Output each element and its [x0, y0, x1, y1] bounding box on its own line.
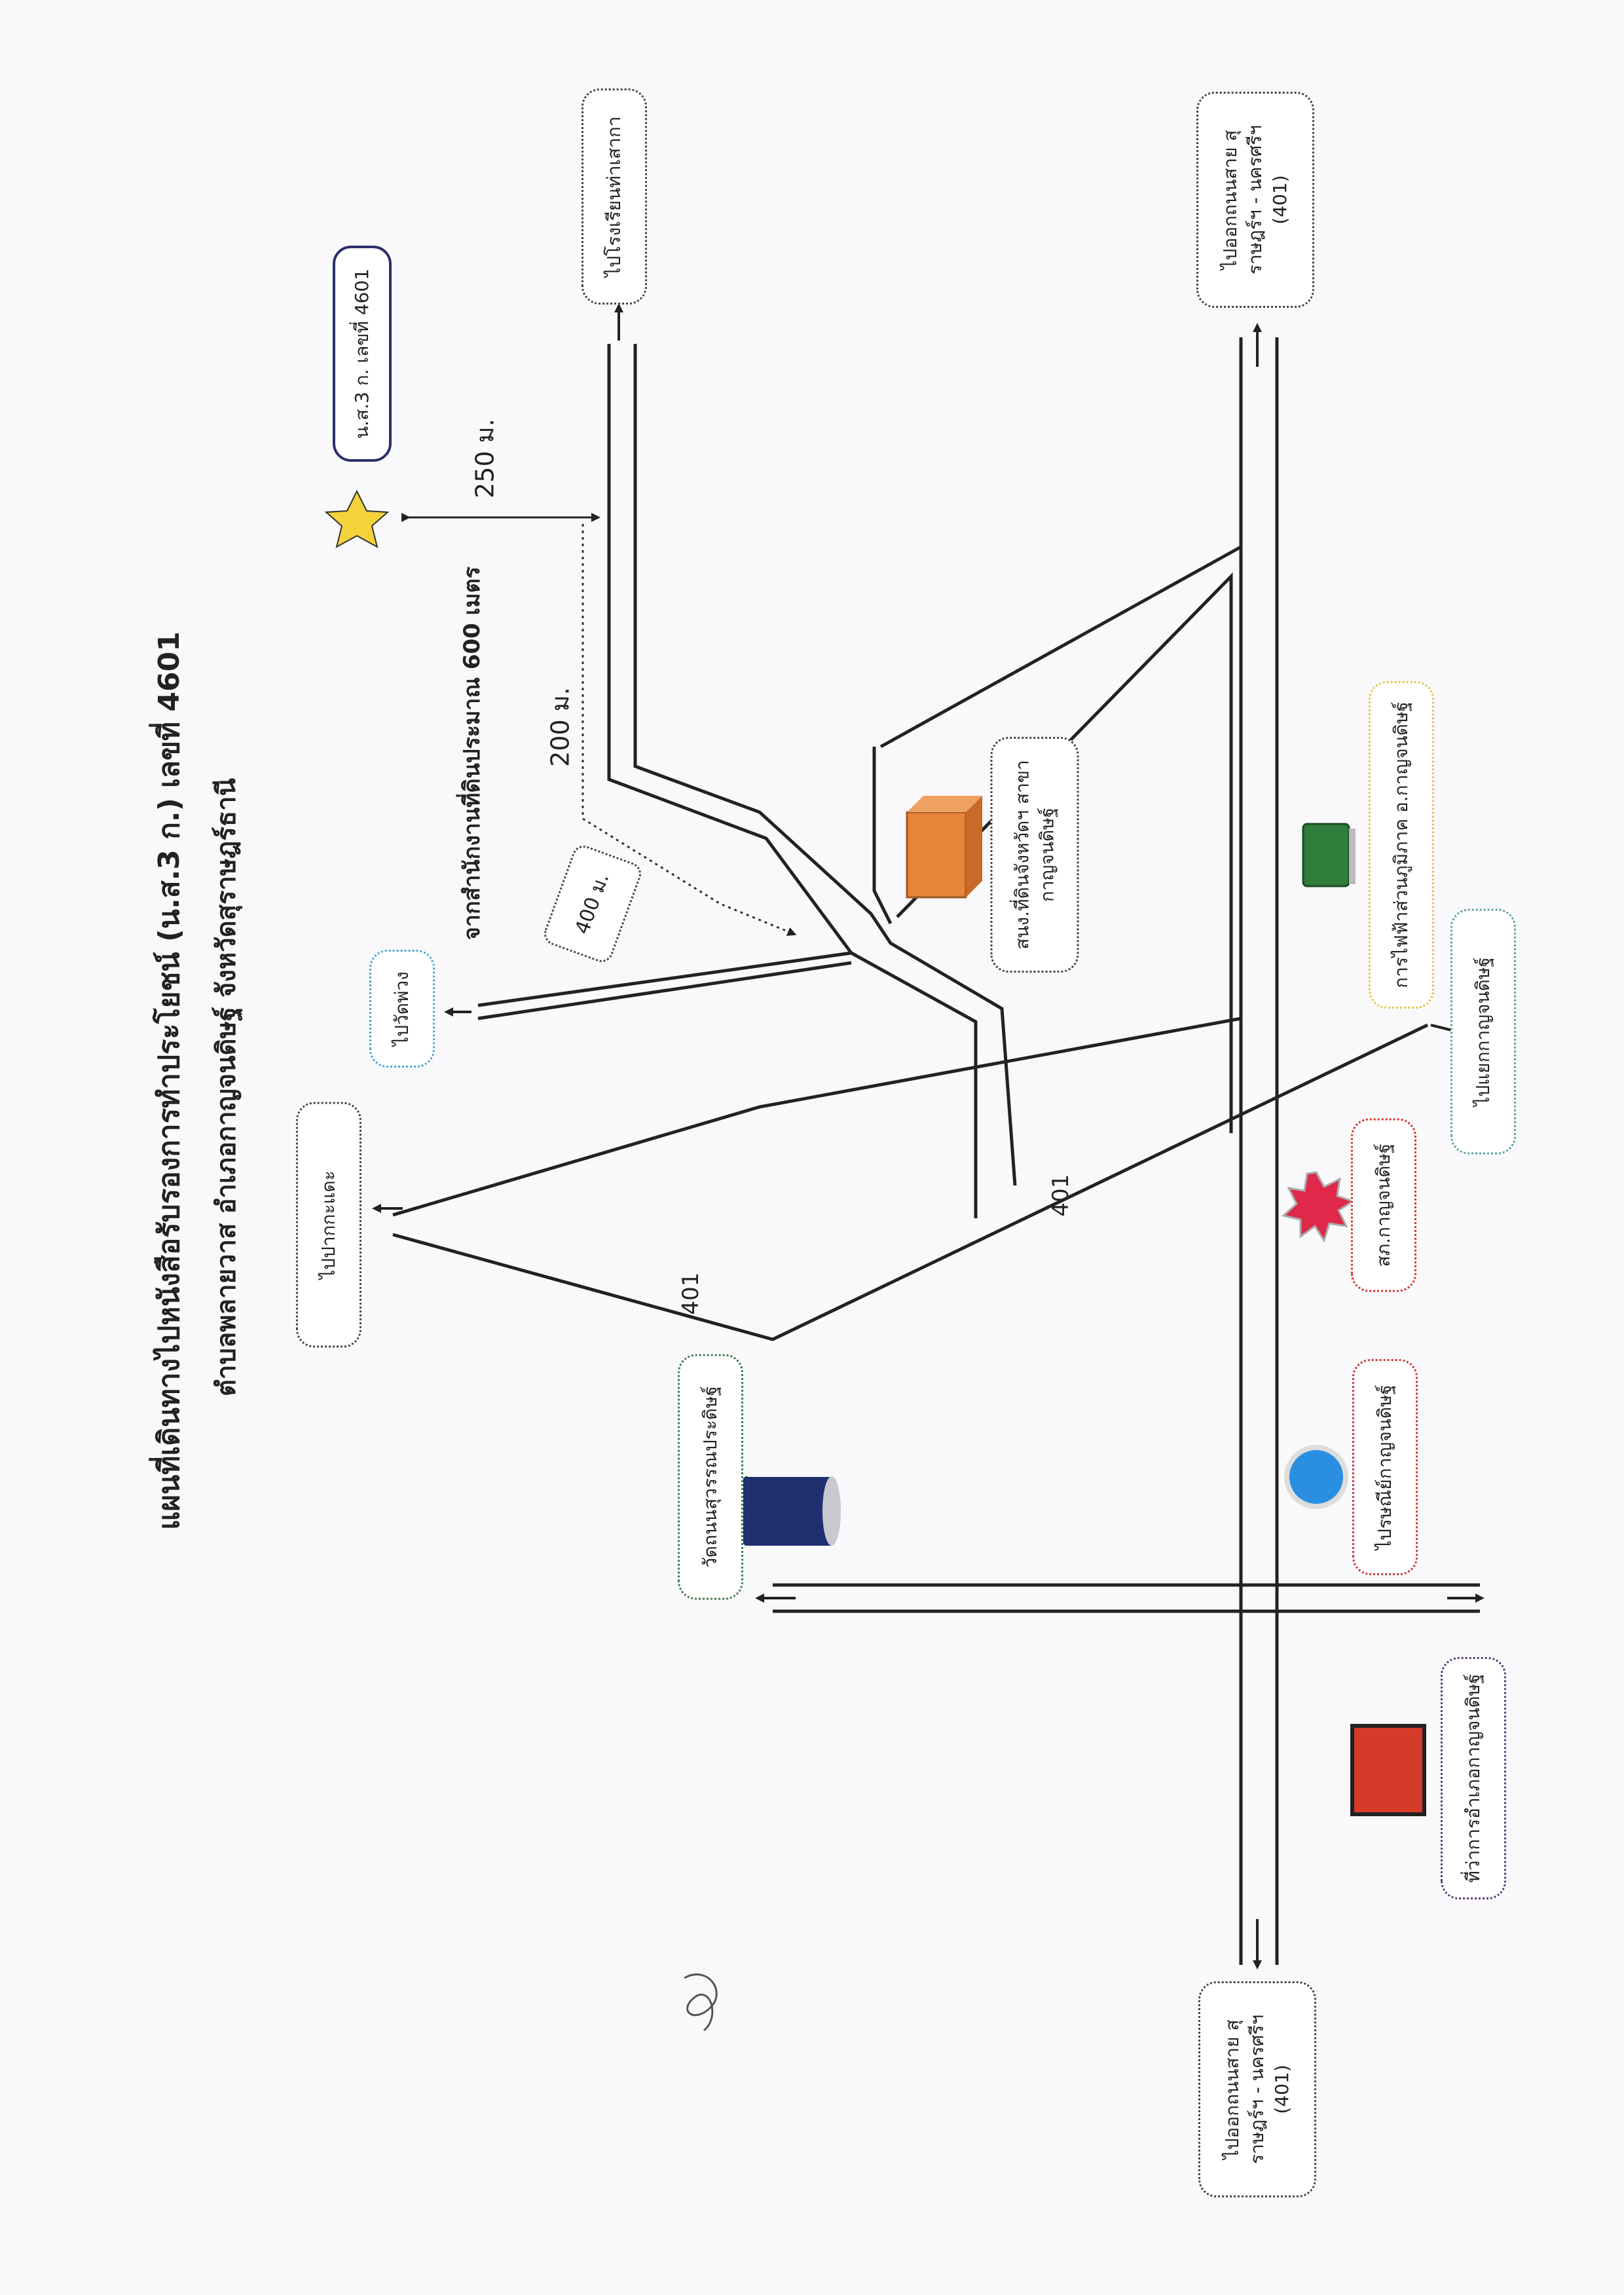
school-road-left [607, 344, 853, 954]
plot-label: น.ส.3 ก. เลขที่ 4601 [333, 246, 392, 462]
road-arrows [372, 303, 1485, 1969]
landmark-land-office: สนง.ที่ดินจังหวัดฯ สาขา กาญจนดิษฐ์ [990, 737, 1079, 973]
destination-bypass-bottom: ไปออกถนนสาย สุราษฎร์ฯ - นครศรีฯ (401) [1198, 1981, 1316, 2197]
distance-250: 250 ม. [470, 419, 500, 498]
diagonal-road-top [879, 545, 1242, 749]
landmark-electricity-text: การไฟฟ้าส่วนภูมิภาค อ.กาญจนดิษฐ์ [1390, 701, 1412, 988]
destination-bypass-bottom-text: ไปออกถนนสาย สุราษฎร์ฯ - นครศรีฯ (401) [1221, 2014, 1293, 2165]
landmark-police-text: สภ.กาญจนดิษฐ์ [1373, 1143, 1395, 1267]
plot-label-text: น.ส.3 ก. เลขที่ 4601 [351, 269, 373, 439]
electricity-icon [1302, 823, 1356, 887]
destination-school: ไปโรงเรียนท่าเสากา [581, 88, 647, 305]
landmark-post-office-text: ไปรษณีย์กาญจนดิษฐ์ [1374, 1385, 1396, 1550]
destination-pak-kadae-text: ไปปากกะแดะ [318, 1170, 340, 1279]
road-401-lower-edge [392, 1023, 1429, 1341]
temple-icon [737, 1476, 841, 1546]
landmark-electricity: การไฟฟ้าส่วนภูมิภาค อ.กาญจนดิษฐ์ [1369, 681, 1434, 1009]
destination-school-text: ไปโรงเรียนท่าเสากา [603, 116, 625, 277]
distance-200: 200 ม. [545, 687, 575, 767]
landmark-temple-text: วัดถนนสุวรรณประดิษฐ์ [699, 1386, 722, 1568]
page-subtitle: ตำบลพลายวาส อำเภอกาญจนดิษฐ์ จังหวัดสุราษ… [212, 778, 242, 1396]
destination-bypass-top: ไปออกถนนสาย สุราษฎร์ฯ - นครศรีฯ (401) [1196, 92, 1314, 308]
distance-400-text: 400 ม. [570, 870, 614, 937]
star-icon [324, 489, 390, 548]
district-office-icon [1350, 1724, 1426, 1816]
landmark-district-office-text: ที่ว่าการอำเภอกาญจนดิษฐ์ [1462, 1673, 1485, 1883]
landmark-post-office: ไปรษณีย์กาญจนดิษฐ์ [1352, 1359, 1418, 1575]
page-title: แผนที่เดินทางไปหนังสือรับรองการทำประโยชน… [153, 631, 186, 1530]
branch-road-1 [477, 951, 978, 1218]
destination-kanchanadit-text: ไปแยกกาญจนดิษฐ์ [1472, 957, 1494, 1106]
road-lines [392, 337, 1480, 1965]
landmark-district-office: ที่ว่าการอำเภอกาญจนดิษฐ์ [1441, 1657, 1506, 1899]
diagonal-road-join [872, 747, 893, 925]
landmark-police: สภ.กาญจนดิษฐ์ [1351, 1118, 1416, 1292]
destination-pak-kadae: ไปปากกะแดะ [296, 1102, 361, 1348]
post-icon [1284, 1445, 1348, 1509]
building-icon [906, 796, 982, 899]
destination-bypass-top-text: ไปออกถนนสาย สุราษฎร์ฯ - นครศรีฯ (401) [1219, 124, 1291, 275]
destination-kanchanadit: ไปแยกกาญจนดิษฐ์ [1450, 908, 1516, 1155]
distance-paths [581, 524, 797, 936]
road-number-401-b: 401 [1048, 1174, 1074, 1217]
handwritten-mark [684, 1973, 718, 2032]
road-number-401-a: 401 [678, 1272, 704, 1315]
destination-wat-phueng: ไปวัดพ่วง [369, 950, 435, 1068]
from-office-note: จากสำนักงานที่ดินประมาณ 600 เมตร [459, 566, 485, 941]
branch-road-1b [477, 961, 852, 1020]
road-401-upper-edge [392, 1017, 1242, 1217]
landmark-land-office-text: สนง.ที่ดินจังหวัดฯ สาขา กาญจนดิษฐ์ [1011, 760, 1058, 950]
destination-wat-phueng-text: ไปวัดพ่วง [391, 971, 413, 1046]
police-icon [1281, 1171, 1356, 1243]
school-road-right [633, 344, 1017, 1186]
landmark-temple: วัดถนนสุวรรณประดิษฐ์ [678, 1354, 743, 1600]
